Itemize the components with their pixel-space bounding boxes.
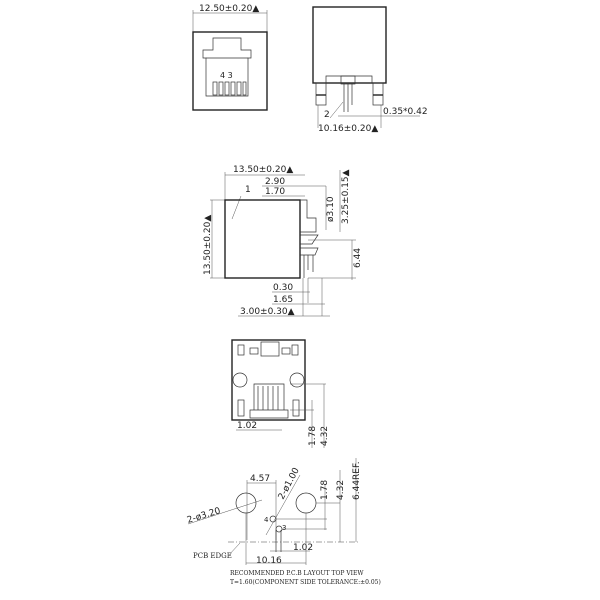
pcb-dim-1-78: 1.78: [320, 480, 330, 500]
small-holes-dim: 2-ø1.00: [277, 466, 302, 501]
side-view: 13.50±0.20▲ 2.90 1.70 1 13.50±0.20▲ ø3.1…: [203, 165, 363, 317]
pin-size-dim: 0.35*0.42: [383, 107, 428, 117]
bottom-view: 1.02 1.78 4.32: [231, 339, 330, 448]
pin-label: 4 3: [220, 71, 233, 80]
pin-3-label: 3: [282, 524, 286, 532]
height-dim: 13.50±0.20▲: [203, 215, 213, 275]
pcb-edge-label: PCB EDGE: [193, 552, 232, 560]
pcb-dim-10-16: 10.16: [256, 556, 282, 566]
dim-1-70: 1.70: [265, 187, 285, 197]
dim-1-65: 1.65: [273, 295, 293, 305]
pcb-dim-4-57: 4.57: [250, 474, 270, 484]
hole-dim: ø3.10: [326, 196, 336, 222]
side-callout: 1: [245, 185, 251, 195]
front-width-dim: 12.50±0.20▲: [199, 4, 259, 14]
offset-dim: 3.25±0.15▲: [341, 169, 351, 224]
pcb-dim-6-44-ref: 6.44REF.: [352, 461, 362, 500]
pin-4-label: 4: [264, 516, 269, 524]
big-hole: [295, 492, 317, 514]
pin-length-dim: 3.00±0.30▲: [240, 307, 295, 317]
pcb-dim-1-02: 1.02: [293, 543, 313, 553]
tolerance-caption: T=1.60(COMPONENT SIDE TOLERANCE:±0.05): [230, 579, 381, 586]
bottom-dim-1-78: 1.78: [308, 426, 318, 446]
rear-callout: 2: [324, 110, 330, 120]
front-view: 12.50±0.20▲ 4 3: [192, 4, 268, 111]
pcb-dim-4-32: 4.32: [336, 480, 346, 500]
rear-view: 2 0.35*0.42 10.16±0.20▲: [312, 6, 428, 134]
bottom-dim-4-32: 4.32: [320, 426, 330, 446]
dim-6-44: 6.44: [353, 248, 363, 268]
dim-0-30: 0.30: [273, 283, 293, 293]
layout-caption: RECOMMENDED P.C.B LAYOUT TOP VIEW: [230, 570, 364, 577]
bottom-dim-1-02: 1.02: [237, 421, 257, 431]
pitch-dim: 10.16±0.20▲: [318, 124, 378, 134]
dim-2-90: 2.90: [265, 177, 285, 187]
length-dim: 13.50±0.20▲: [233, 165, 293, 175]
pcb-layout: 4.57 2-ø1.00 2-ø3.20 4 3 1.78 4.32 6.44R…: [186, 458, 381, 586]
